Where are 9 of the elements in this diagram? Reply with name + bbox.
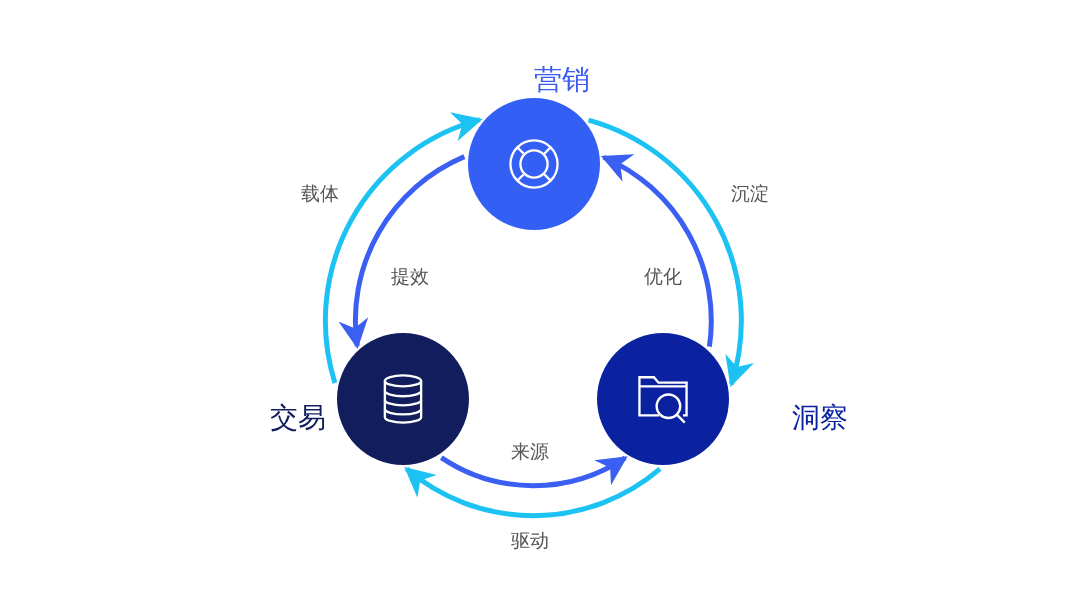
curved-arrow (601, 154, 714, 347)
node-heading: 交易 (270, 402, 326, 434)
curved-arrow (323, 114, 483, 384)
curved-arrow (404, 466, 662, 518)
curved-arrow (340, 154, 466, 350)
node-heading: 洞察 (792, 402, 848, 434)
curved-arrow (440, 455, 628, 489)
node-heading: 营销 (534, 64, 590, 96)
curved-arrow (587, 117, 753, 388)
